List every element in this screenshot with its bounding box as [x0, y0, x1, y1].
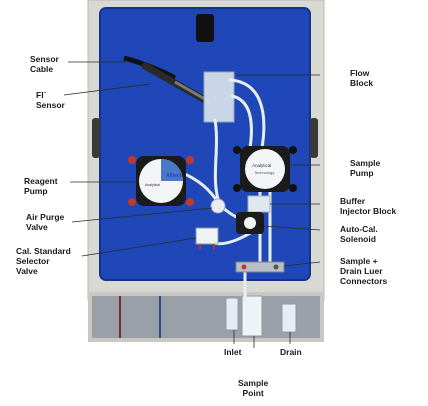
sample-pump-brand: Analytical [252, 163, 271, 168]
label-air-purge-valve: Air Purge Valve [26, 212, 65, 232]
label-reagent-pump: Reagent Pump [24, 176, 58, 196]
reagent-pump-sub: Analytical [145, 183, 160, 187]
sample-pump-sub: Technology [254, 170, 274, 175]
inlet-fitting [225, 297, 239, 331]
air-purge-valve [210, 198, 226, 214]
label-flow-block: Flow Block [350, 68, 374, 88]
label-fl-sensor-rest: Sensor [36, 99, 65, 110]
label-sample-point: Sample Point [238, 378, 269, 398]
luer-connectors-bar [235, 261, 285, 273]
label-drain: Drain [280, 347, 302, 357]
label-cal-standard-selector-valve: Cal. Standard Selector Valve [16, 246, 71, 276]
door-latch [196, 14, 214, 42]
label-fl-sensor-main: Fl [36, 89, 44, 100]
auto-cal-solenoid [236, 212, 264, 234]
label-sample-drain-connectors: Sample + Drain Luer Connectors [340, 256, 388, 286]
label-auto-cal-solenoid: Auto-Cal. Solenoid [340, 224, 378, 244]
leader-lines [63, 61, 321, 348]
cal-standard-selector-valve [195, 227, 219, 250]
sample-pump [233, 146, 297, 192]
reagent-pump-brand: Alltech [166, 173, 183, 179]
label-buffer-injector-block: Buffer Injector Block [340, 196, 397, 216]
reagent-pump [128, 156, 194, 206]
sample-point-fitting [241, 295, 263, 337]
label-fl-sensor-superscript: − [43, 90, 47, 96]
drain-fitting [281, 303, 297, 333]
label-inlet: Inlet [224, 347, 242, 357]
label-fl-sensor: Fl− Sensor [36, 88, 65, 110]
label-sensor-cable: Sensor Cable [30, 54, 59, 74]
buffer-injector-block [247, 195, 271, 213]
label-sample-pump: Sample Pump [350, 158, 381, 178]
